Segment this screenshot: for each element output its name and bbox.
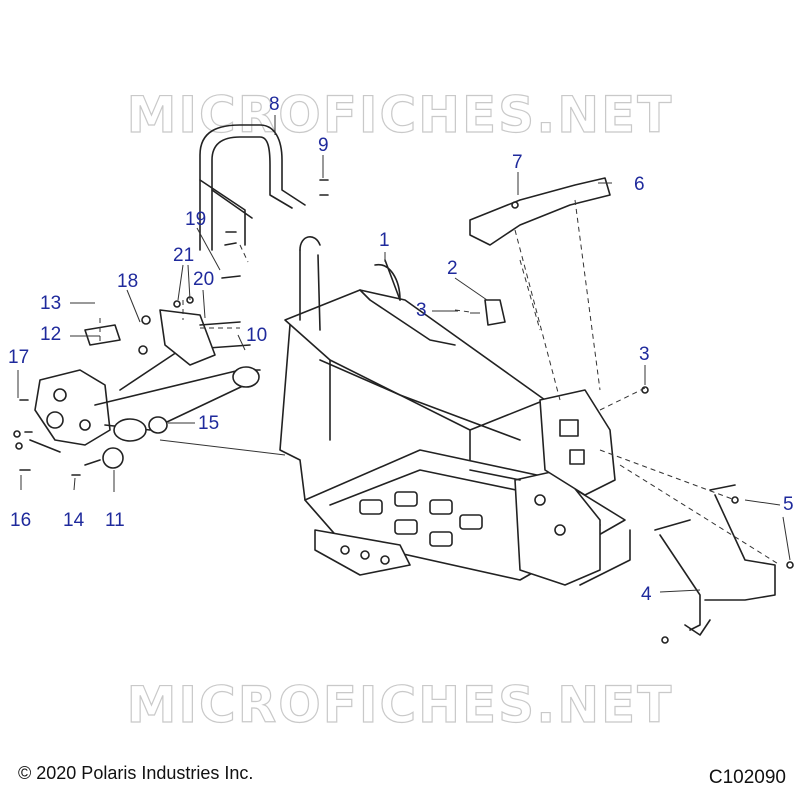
callout-21: 21	[173, 245, 195, 266]
callout-10: 10	[246, 325, 268, 346]
callout-7: 7	[512, 152, 523, 173]
callout-1: 1	[379, 230, 390, 251]
drawing-code: C102090	[708, 767, 786, 788]
callout-6: 6	[634, 174, 645, 195]
callout-3-right: 3	[639, 344, 650, 365]
copyright-text: © 2020 Polaris Industries Inc.	[18, 763, 254, 783]
callout-13: 13	[40, 293, 62, 314]
callout-4: 4	[641, 584, 652, 605]
callout-12: 12	[40, 324, 62, 345]
callout-15: 15	[198, 413, 220, 434]
callout-3-left: 3	[416, 300, 427, 321]
watermark-top: MICROFICHES.NET	[126, 85, 674, 144]
callout-2: 2	[447, 258, 458, 279]
callout-9: 9	[318, 135, 329, 156]
callout-11: 11	[105, 510, 125, 531]
callout-19: 19	[185, 209, 207, 230]
callout-14: 14	[63, 510, 85, 531]
callout-18: 18	[117, 271, 139, 292]
callout-20: 20	[193, 269, 215, 290]
callout-17: 17	[8, 347, 30, 368]
watermark-bottom: MICROFICHES.NET	[126, 675, 674, 734]
callout-5: 5	[783, 494, 794, 515]
callout-16: 16	[10, 510, 32, 531]
callout-8: 8	[269, 94, 280, 115]
